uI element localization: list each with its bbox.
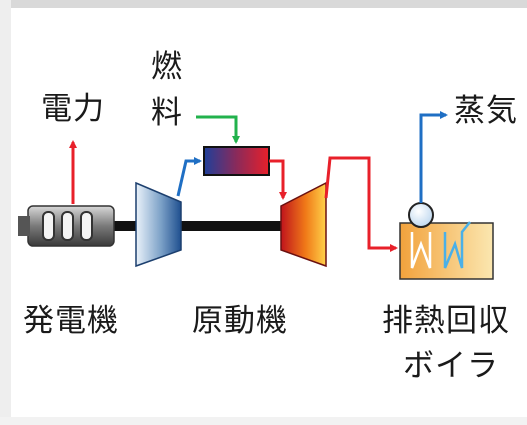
generator-label: 発電機 — [23, 303, 119, 339]
turbine-icon — [280, 181, 327, 268]
prime-mover-label: 原動機 — [192, 303, 288, 339]
window-left-edge — [0, 0, 11, 425]
steam-label: 蒸気 — [454, 93, 518, 129]
window-top-edge — [0, 0, 527, 8]
power-label: 電力 — [41, 91, 105, 127]
hrsg-label-line1: 排熱回収 — [382, 303, 510, 339]
steam-arrow — [419, 111, 448, 203]
air-flow-arrow — [176, 157, 202, 197]
fuel-arrow — [196, 115, 240, 144]
generator-icon — [18, 205, 115, 247]
hrsg-label-line2: ボイラ — [403, 348, 499, 384]
fuel-label-line1: 燃 — [151, 49, 183, 85]
fuel-label-line2: 料 — [151, 95, 183, 131]
window-bottom-edge — [0, 417, 527, 425]
hot-gas-arrow — [269, 159, 287, 200]
combustor-icon — [203, 146, 270, 176]
compressor-icon — [135, 181, 182, 268]
exhaust-arrow — [324, 156, 398, 252]
heat-recovery-boiler-icon — [399, 202, 494, 280]
shaft — [110, 221, 296, 231]
